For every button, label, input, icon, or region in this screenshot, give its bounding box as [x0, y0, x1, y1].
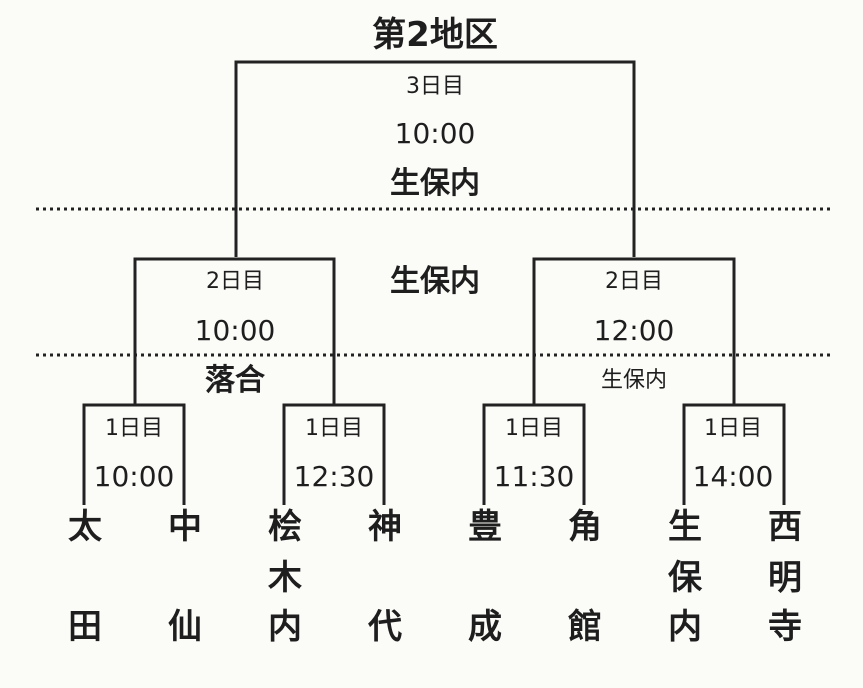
team-3-char-3: 内 [268, 607, 302, 647]
round1-bracket-line-4 [682, 403, 786, 505]
team-8-char-2: 明 [768, 558, 802, 598]
semifinal-right-venue: 生保内 [600, 368, 668, 393]
round1-match3-time: 11:30 [493, 460, 575, 493]
team-5-char-3: 成 [468, 607, 502, 647]
round1-bracket-line-1 [82, 403, 186, 505]
team-4-char-1: 神 [368, 507, 402, 547]
round1-match1-time: 10:00 [93, 460, 175, 493]
round1-match4-day: 1日目 [704, 416, 762, 441]
round1-match3-day: 1日目 [505, 416, 563, 441]
semifinal-right-day: 2日目 [605, 269, 663, 294]
team-8-char-1: 西 [768, 507, 802, 547]
semifinal-left-venue: 落合 [205, 363, 265, 398]
team-7-char-1: 生 [668, 507, 702, 547]
team-3-char-2: 木 [268, 558, 302, 598]
team-1-char-1: 太 [68, 507, 102, 547]
final-bracket-line [234, 60, 636, 257]
final-time: 10:00 [394, 117, 476, 150]
round1-bracket-line-3 [482, 403, 586, 505]
round1-match1-day: 1日目 [105, 416, 163, 441]
team-5-char-1: 豊 [468, 507, 502, 547]
district-title: 第2地区 [372, 15, 498, 55]
team-3-char-1: 桧 [268, 507, 302, 547]
final-day: 3日目 [406, 74, 464, 99]
final-venue: 生保内 [390, 166, 480, 201]
team-1-char-3: 田 [68, 607, 102, 647]
team-8-char-3: 寺 [768, 607, 802, 647]
round1-match4-time: 14:00 [692, 460, 774, 493]
semifinal-left-bracket-line [133, 257, 336, 405]
semifinal-center-venue: 生保内 [390, 264, 480, 299]
team-7-char-2: 保 [668, 558, 702, 598]
team-2-char-1: 中 [168, 507, 202, 547]
round1-match2-day: 1日目 [305, 416, 363, 441]
team-6-char-1: 角 [568, 507, 602, 547]
team-7-char-3: 内 [668, 607, 702, 647]
team-2-char-3: 仙 [168, 607, 202, 647]
round1-bracket-line-2 [282, 403, 386, 505]
semifinal-right-time: 12:00 [593, 314, 675, 347]
round1-match2-time: 12:30 [293, 460, 375, 493]
semifinal-right-bracket-line [532, 257, 736, 405]
semifinal-left-day: 2日目 [206, 269, 264, 294]
team-6-char-3: 館 [568, 607, 602, 647]
semifinal-left-time: 10:00 [194, 314, 276, 347]
team-4-char-3: 代 [368, 607, 402, 647]
